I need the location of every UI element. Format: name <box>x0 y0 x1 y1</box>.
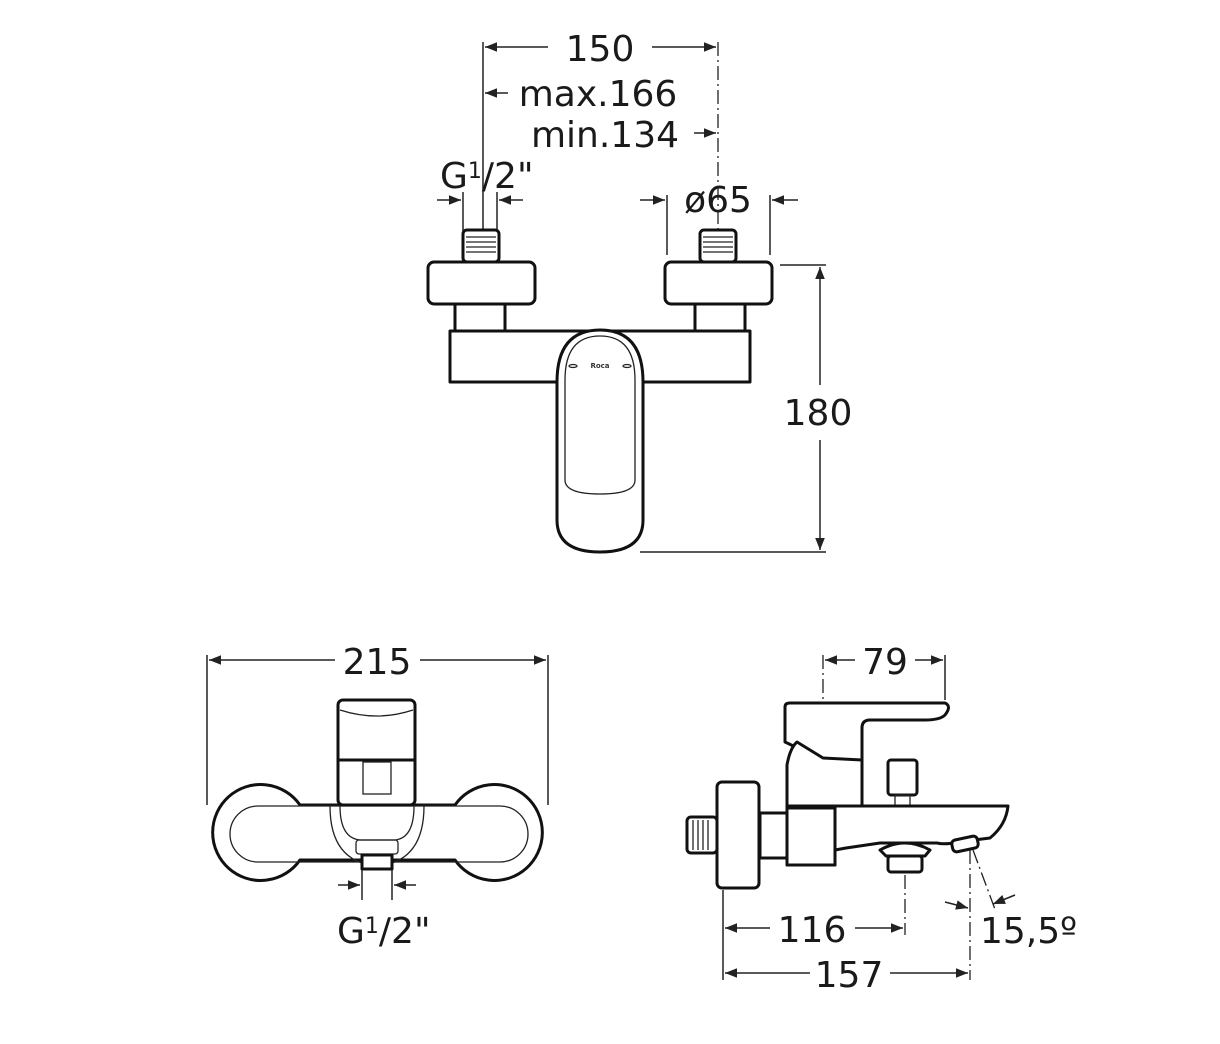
dimension-handle-offset: 79 <box>862 642 908 683</box>
diverter-knob <box>886 758 919 797</box>
dimension-spacing-min: min.134 <box>531 115 679 156</box>
dimension-escutcheon-diameter: ø65 <box>684 180 752 221</box>
dimension-arrow <box>944 900 969 910</box>
inlet-nipple-right <box>698 228 738 264</box>
connector-side <box>758 811 789 860</box>
inlet-nipple-left <box>461 228 501 264</box>
handle-indicator <box>622 363 632 369</box>
dimension-spout-angle: 15,5º <box>980 911 1077 952</box>
top-view: 215 G1/2" <box>206 642 549 952</box>
dimension-spacing: 150 <box>566 29 635 70</box>
body-block <box>785 806 837 867</box>
dimension-spacing-max: max.166 <box>519 74 678 115</box>
dimension-inlet-thread: G1/2" <box>440 156 534 197</box>
shower-outlet <box>878 841 932 858</box>
cartridge <box>362 761 392 795</box>
dimension-arrow <box>992 894 1016 905</box>
escutcheon-left <box>426 260 537 306</box>
shower-outlet-thread <box>886 854 924 874</box>
side-view: 79 116 157 15,5º <box>685 642 1077 996</box>
dimension-spout-projection: 157 <box>815 955 884 996</box>
handle-curve <box>339 709 414 717</box>
handle-indicator <box>568 363 578 369</box>
escutcheon-side <box>715 780 761 890</box>
dimension-height: 180 <box>784 393 853 434</box>
dimension-width: 215 <box>343 642 412 683</box>
handle-top <box>336 698 417 807</box>
front-view: 150 max.166 min.134 G1/2" ø65 <box>426 29 853 554</box>
side-lever <box>783 701 950 762</box>
outlet-thread <box>360 853 394 871</box>
inlet-nipple-side <box>685 815 719 855</box>
thread-lines <box>466 236 733 253</box>
connector-right <box>693 302 747 333</box>
dimension-outlet-distance: 116 <box>778 910 847 951</box>
connector-left <box>453 302 507 333</box>
side-cartridge-housing <box>785 740 864 810</box>
escutcheon-right <box>663 260 774 306</box>
body-with-escutcheons <box>211 783 544 882</box>
handle-face <box>564 335 636 495</box>
lever-handle <box>555 328 645 554</box>
aerator <box>950 834 980 854</box>
brand-logo: Roca <box>590 362 609 370</box>
thread-lines <box>692 820 709 850</box>
dimension-outlet-thread: G1/2" <box>337 911 431 952</box>
angle-line <box>972 849 997 913</box>
